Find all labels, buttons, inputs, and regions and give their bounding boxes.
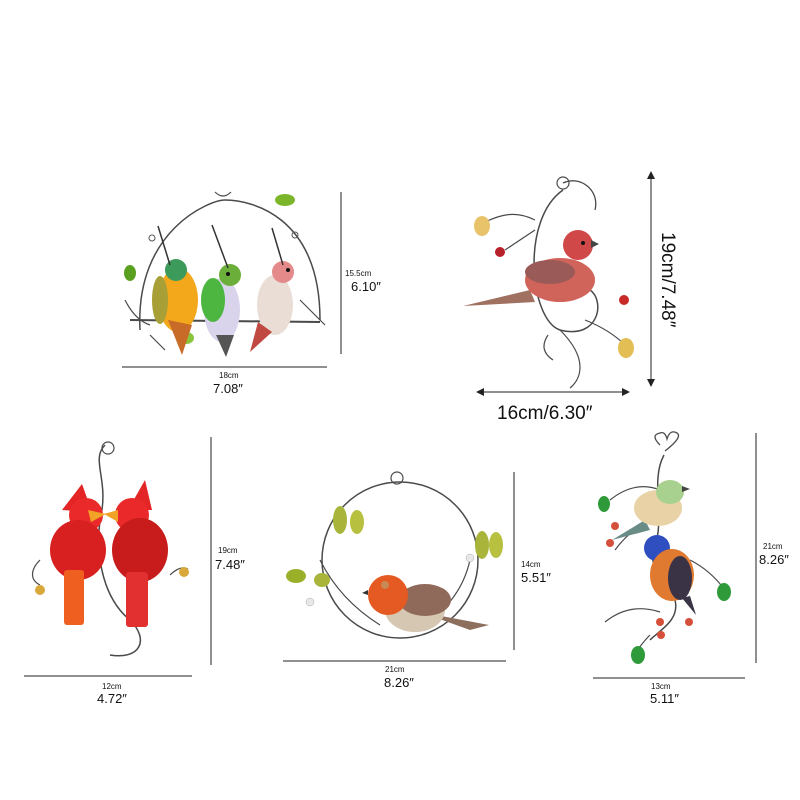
berry-icon [606, 539, 614, 547]
leaf-icon [717, 583, 731, 601]
berry-icon [685, 618, 693, 626]
height-inch-label: 6.10″ [351, 279, 381, 294]
berry-icon [495, 247, 505, 257]
width-cm-label: 13cm [651, 682, 671, 691]
leaf-icon [286, 569, 306, 583]
height-cm-label: 14cm [521, 560, 541, 569]
height-cm-label: 19cm [218, 546, 238, 555]
height-cm-label: 15.5cm [345, 269, 372, 278]
berry-icon [657, 631, 665, 639]
leaf-icon [631, 646, 645, 664]
height-inch-label: 7.48″ [215, 557, 245, 572]
leaf-icon [350, 510, 364, 534]
width-label: 16cm/6.30″ [497, 403, 593, 424]
leaf-icon [489, 532, 503, 558]
finch-suncatcher [463, 171, 655, 396]
robin-breast [368, 575, 408, 615]
height-inch-label: 5.51″ [521, 570, 551, 585]
berry-icon [656, 618, 664, 626]
width-inch-label: 7.08″ [213, 381, 243, 396]
width-cm-label: 21cm [385, 665, 405, 674]
berry-icon [611, 522, 619, 530]
leaf-icon [598, 496, 610, 512]
width-inch-label: 4.72″ [97, 691, 127, 706]
width-cm-label: 12cm [102, 682, 122, 691]
finch-head [563, 230, 593, 260]
hummingbird-yellow [158, 268, 198, 332]
leaf-icon [124, 265, 136, 281]
berry-icon [179, 567, 189, 577]
width-inch-label: 8.26″ [384, 675, 414, 690]
robin-wreath-suncatcher [283, 471, 515, 662]
width-inch-label: 5.11″ [650, 691, 679, 706]
berry-icon [35, 585, 45, 595]
finch-tail [463, 290, 535, 306]
height-label: 19cm/7.48″ [657, 232, 678, 328]
leaf-icon [475, 531, 489, 559]
height-cm-label: 21cm [763, 542, 783, 551]
songbirds-suncatcher [593, 431, 757, 679]
cardinals-suncatcher [24, 437, 212, 677]
hummingbird-pink [257, 275, 293, 335]
berry-icon [619, 295, 629, 305]
width-cm-label: 18cm [219, 371, 239, 380]
leaf-icon [474, 216, 490, 236]
leaf-icon [275, 194, 295, 206]
leaf-icon [314, 573, 330, 587]
leaf-icon [333, 506, 347, 534]
height-inch-label: 8.26″ [759, 552, 789, 567]
heart-icon [654, 431, 680, 452]
hummingbirds-suncatcher [122, 191, 342, 368]
leaf-icon [618, 338, 634, 358]
